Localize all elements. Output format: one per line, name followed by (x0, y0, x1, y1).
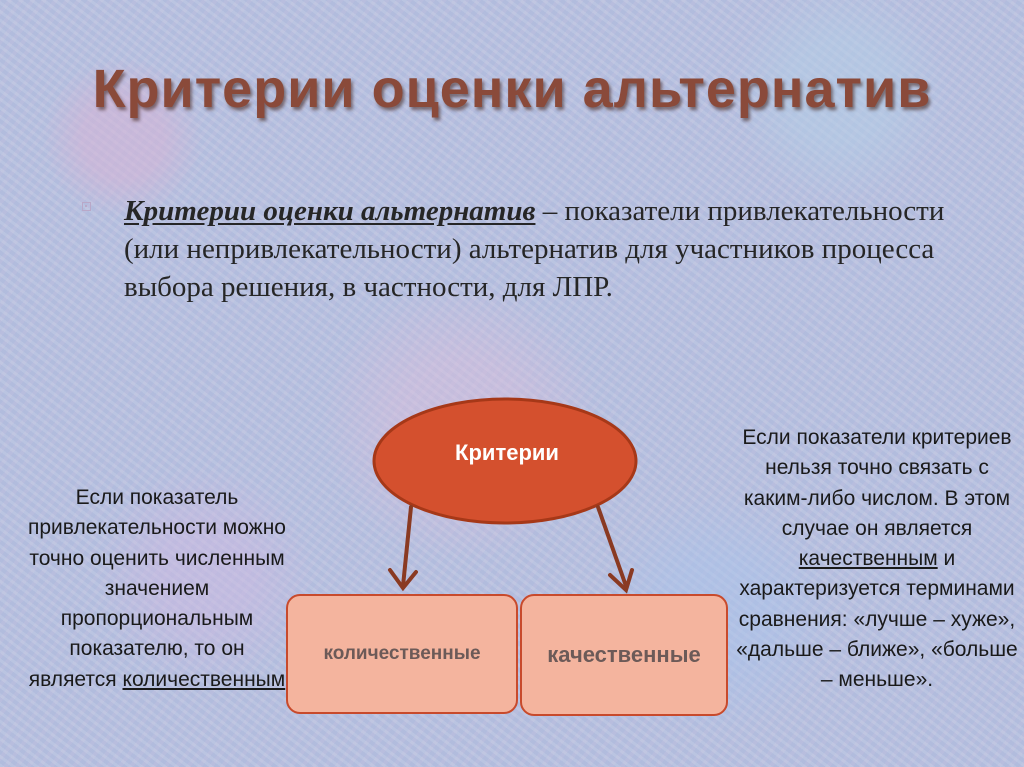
right-note-text-after: и характеризуется терминами сравнения: «… (736, 547, 1018, 692)
definition-text: – показатели привлекательности (или непр… (124, 195, 945, 303)
definition-term: Критерии оценки альтернатив (124, 195, 536, 227)
qualitative-box: качественные (520, 594, 728, 716)
bullet-icon (82, 202, 91, 211)
slide-title: Критерии оценки альтернатив (92, 59, 932, 119)
criteria-ellipse (372, 397, 638, 525)
qualitative-label: качественные (547, 642, 701, 667)
left-note-text: Если показатель привлекательности можно … (28, 486, 286, 691)
left-note-underlined: количественным (122, 667, 286, 691)
definition-paragraph: Критерии оценки альтернатив – показатели… (124, 192, 984, 306)
arrow-right (596, 505, 634, 594)
right-note-text: Если показатели критериев нельзя точно с… (742, 426, 1012, 540)
right-note: Если показатели критериев нельзя точно с… (732, 423, 1022, 696)
quantitative-box: количественные (286, 594, 518, 714)
left-note: Если показатель привлекательности можно … (26, 483, 288, 695)
criteria-label: Критерии (455, 440, 559, 465)
arrow-left (388, 505, 418, 592)
right-note-underlined: качественным (798, 547, 938, 571)
quantitative-label: количественные (323, 643, 481, 664)
